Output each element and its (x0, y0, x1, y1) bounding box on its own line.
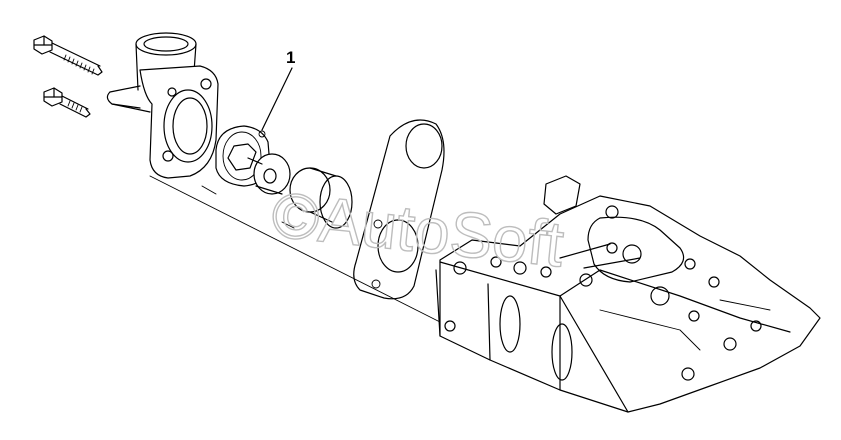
gasket-plate (353, 119, 445, 300)
long-bolt (33, 35, 103, 76)
thermostat-housing (106, 32, 219, 179)
assembly-axis (149, 175, 441, 323)
short-bolt (43, 87, 91, 118)
callout-label: 1 (286, 48, 295, 67)
callout-1: 1 (261, 48, 295, 131)
thermostat (227, 143, 291, 195)
seal-sleeve (289, 167, 353, 229)
callout-leader-line (261, 67, 293, 131)
cylinder-head (435, 175, 821, 413)
watermark-text: ©AutoSoft (269, 178, 568, 280)
